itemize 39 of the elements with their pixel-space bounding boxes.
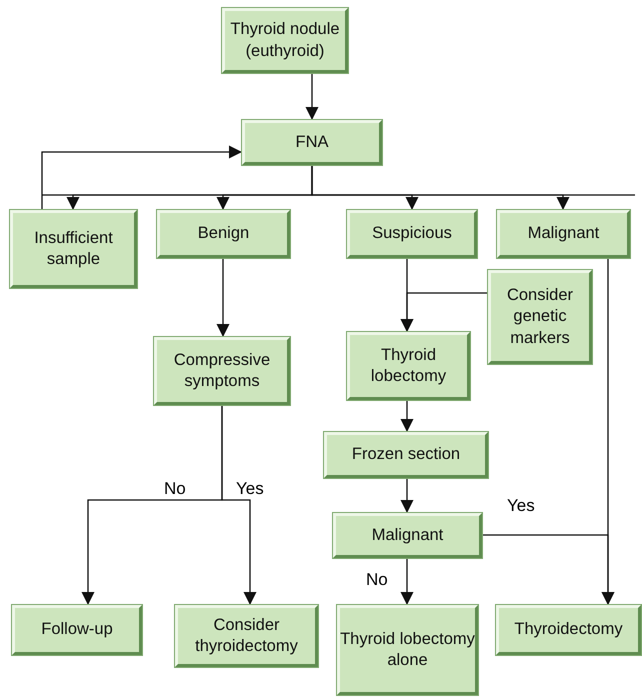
arrow [221, 405, 256, 605]
box-text: Compressive symptoms [172, 350, 272, 392]
box-text: Malignant [528, 223, 600, 244]
process-box [242, 120, 382, 165]
box-text: Consider genetic markers [506, 284, 574, 349]
arrow [400, 292, 488, 332]
process-box [347, 210, 477, 258]
process-box [175, 605, 318, 667]
box-text: Thyroid lobectomy alone [340, 628, 475, 671]
process-box [157, 210, 290, 258]
process-box [10, 210, 137, 288]
arrow [311, 165, 570, 210]
box-text: Thyroid lobectomy [370, 344, 448, 387]
arrow [400, 478, 414, 513]
process-box [333, 513, 482, 558]
box-text: Thyroid nodule (euthyroid) [229, 19, 341, 62]
box-text: Suspicious [372, 223, 452, 244]
arrow [400, 400, 414, 432]
process-box [347, 332, 470, 400]
process-box [488, 270, 592, 364]
process-box [497, 210, 630, 258]
process-box [337, 605, 478, 695]
arrow [41, 146, 242, 210]
box-text: Malignant [372, 524, 444, 546]
process-box [154, 337, 290, 405]
box-text: Benign [198, 223, 250, 244]
box-text: Consider thyroidectomy [194, 614, 299, 657]
process-box [222, 8, 348, 73]
box-text: Thyroidectomy [514, 619, 623, 640]
box-text: FNA [296, 132, 328, 153]
process-box [12, 605, 142, 655]
arrow [400, 558, 414, 605]
box-text: Follow-up [41, 619, 113, 640]
process-box [496, 605, 641, 655]
box-text: Insufficient sample [33, 228, 114, 270]
box-text: Frozen section [352, 444, 460, 466]
process-box [324, 432, 488, 478]
arrow [306, 73, 318, 120]
arrow [216, 258, 230, 337]
